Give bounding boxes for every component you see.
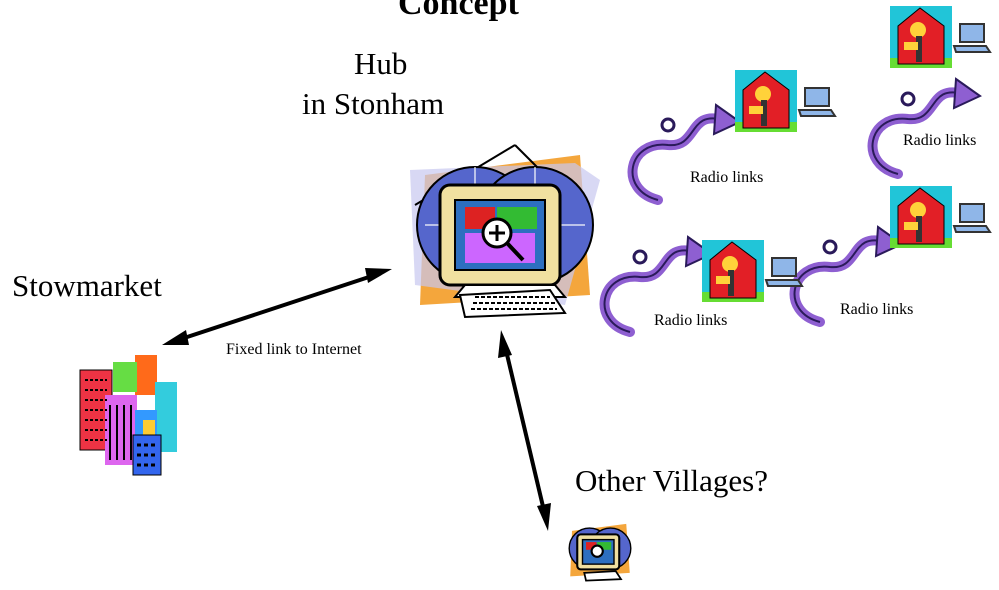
other-villages-label: Other Villages?: [575, 463, 768, 498]
radio-link-label-1: Radio links: [690, 169, 764, 186]
hub-computer-icon: [410, 144, 600, 319]
house-laptop-icon-1: [735, 70, 837, 132]
diagram-title: Concept: [398, 0, 519, 22]
house-laptop-icon-4: [702, 240, 804, 302]
hub-label-line2: in Stonham: [302, 86, 445, 121]
stowmarket-label: Stowmarket: [12, 268, 162, 303]
radio-link-label-4: Radio links: [840, 301, 914, 318]
radio-swirl-4: [789, 225, 904, 327]
radio-link-label-3: Radio links: [654, 312, 728, 329]
stowmarket-buildings-icon: [79, 355, 177, 476]
fixed-link-label: Fixed link to Internet: [226, 341, 362, 358]
radio-swirl-2: [867, 77, 982, 179]
radio-swirl-1: [627, 103, 742, 205]
fixed-link-arrow: [162, 268, 392, 345]
radio-swirl-3: [599, 235, 714, 337]
radio-link-label-2: Radio links: [903, 132, 977, 149]
house-laptop-icon-2: [890, 6, 992, 68]
other-villages-arrow: [498, 330, 551, 531]
other-villages-computer-icon: [568, 523, 632, 582]
house-laptop-icon-3: [890, 186, 992, 248]
hub-label-line1: Hub: [354, 46, 408, 81]
